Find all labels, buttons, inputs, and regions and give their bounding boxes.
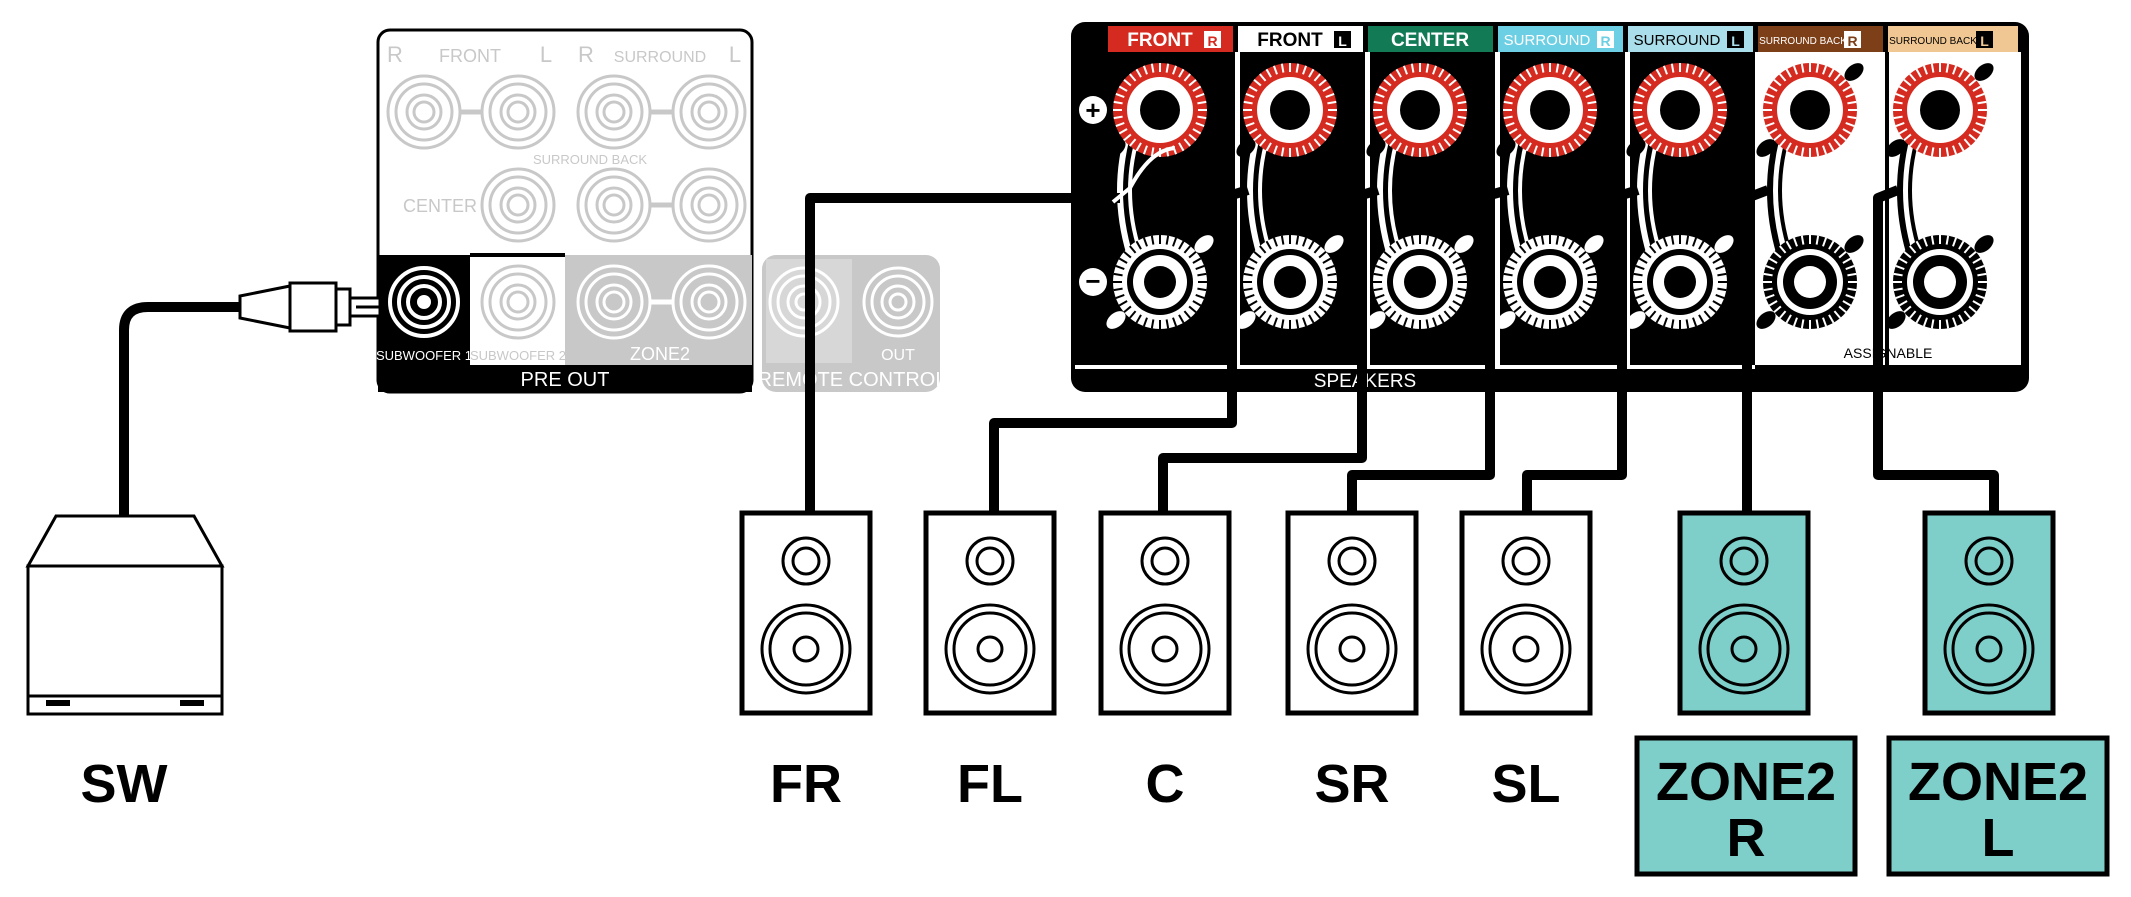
pre-out-front-label: FRONT	[439, 46, 501, 66]
zone2-r-label-box: ZONE2 R	[1634, 735, 1858, 877]
subwoofer-label: SW	[81, 754, 168, 814]
center-tab-label: CENTER	[1391, 30, 1469, 51]
subwoofer1-label: SUBWOOFER 1	[376, 348, 472, 363]
zone2-r-line2: R	[1727, 808, 1766, 868]
speaker-cables	[805, 185, 1999, 513]
subwoofer-cable	[119, 281, 384, 516]
subwoofer2-label: SUBWOOFER 2	[470, 348, 566, 363]
surround-r-tab-label: SURROUND	[1504, 32, 1591, 49]
pre-out-surround-label: SURROUND	[614, 49, 706, 66]
speaker-label: C	[1146, 754, 1185, 814]
terminal-surround-l[interactable]	[1623, 60, 1737, 333]
surround-back-r-tab-side: R	[1847, 33, 1857, 49]
subwoofer1-jack[interactable]	[388, 266, 460, 338]
tab-center	[1368, 26, 1493, 52]
terminal-surround-back-r[interactable]	[1753, 60, 1867, 333]
subwoofer-device: SW	[25, 514, 225, 814]
pre-out-label: PRE OUT	[521, 369, 610, 391]
surround-back-l-tab-label: SURROUND BACK	[1889, 36, 1977, 47]
minus-icon	[1079, 268, 1107, 296]
zone2-l-line2: L	[1982, 808, 2015, 868]
terminal-front-r[interactable]	[1103, 60, 1217, 333]
surround-r-tab-side: R	[1600, 33, 1610, 49]
tab-surround-back-l	[1888, 26, 2018, 52]
speaker-sr	[1285, 510, 1419, 716]
zone2-r-line1: ZONE2	[1656, 752, 1836, 812]
plus-symbol: +	[1085, 95, 1100, 125]
speaker-cabinets: FR FL C SR SL	[739, 510, 2056, 814]
terminal-center[interactable]	[1363, 60, 1477, 333]
surround-back-l-tab-side: L	[1980, 33, 1989, 49]
zone2-l-label-box: ZONE2 L	[1886, 735, 2110, 877]
remote-control-panel: OUT REMOTE CONTROL	[758, 255, 947, 392]
speakers-panel: SPEAKERS ASSIGNABLE FRONT R FRONT L CENT…	[1071, 22, 2029, 392]
zone2-preout-label: ZONE2	[630, 344, 690, 364]
speaker-label: FR	[770, 754, 842, 814]
minus-symbol: −	[1085, 266, 1100, 296]
speaker-label: SL	[1491, 754, 1560, 814]
terminal-surround-r[interactable]	[1493, 60, 1607, 333]
cable-fr	[805, 193, 1120, 513]
zone2-speaker-l	[1922, 510, 2056, 716]
pre-out-l2-label: L	[729, 42, 741, 67]
speaker-fl	[923, 510, 1057, 716]
front-r-tab-label: FRONT	[1127, 30, 1193, 51]
surround-l-tab-side: L	[1731, 33, 1740, 49]
remote-out-label: OUT	[881, 347, 915, 364]
pre-out-r2-label: R	[578, 42, 594, 67]
front-l-tab-label: FRONT	[1257, 30, 1323, 51]
speaker-sl	[1459, 510, 1593, 716]
zone2-l-line1: ZONE2	[1908, 752, 2088, 812]
terminal-surround-back-l[interactable]	[1883, 60, 1997, 333]
channel-header-row: FRONT R FRONT L CENTER SURROUND R SURROU…	[1108, 26, 2018, 52]
front-l-tab-side: L	[1338, 33, 1347, 49]
surround-back-r-tab-label: SURROUND BACK	[1759, 36, 1847, 47]
front-r-tab-side: R	[1207, 33, 1217, 49]
pre-out-r1-label: R	[387, 42, 403, 67]
surround-l-tab-label: SURROUND	[1634, 32, 1721, 49]
pre-out-surround-back-label: SURROUND BACK	[533, 152, 647, 167]
terminal-front-l[interactable]	[1233, 60, 1347, 333]
pre-out-panel: R FRONT L R SURROUND L SURROUND BACK CEN…	[376, 28, 754, 394]
speaker-label: SR	[1314, 754, 1389, 814]
pre-out-center-label: CENTER	[403, 196, 477, 216]
speaker-c	[1098, 510, 1232, 716]
zone2-speaker-r	[1677, 510, 1811, 716]
plus-icon	[1079, 96, 1107, 124]
remote-control-label: REMOTE CONTROL	[758, 369, 947, 391]
tab-surround-back-r	[1758, 26, 1883, 52]
speaker-label: FL	[957, 754, 1023, 814]
pre-out-l1-label: L	[540, 42, 552, 67]
assignable-label: ASSIGNABLE	[1844, 345, 1933, 361]
speaker-fr	[739, 510, 873, 716]
